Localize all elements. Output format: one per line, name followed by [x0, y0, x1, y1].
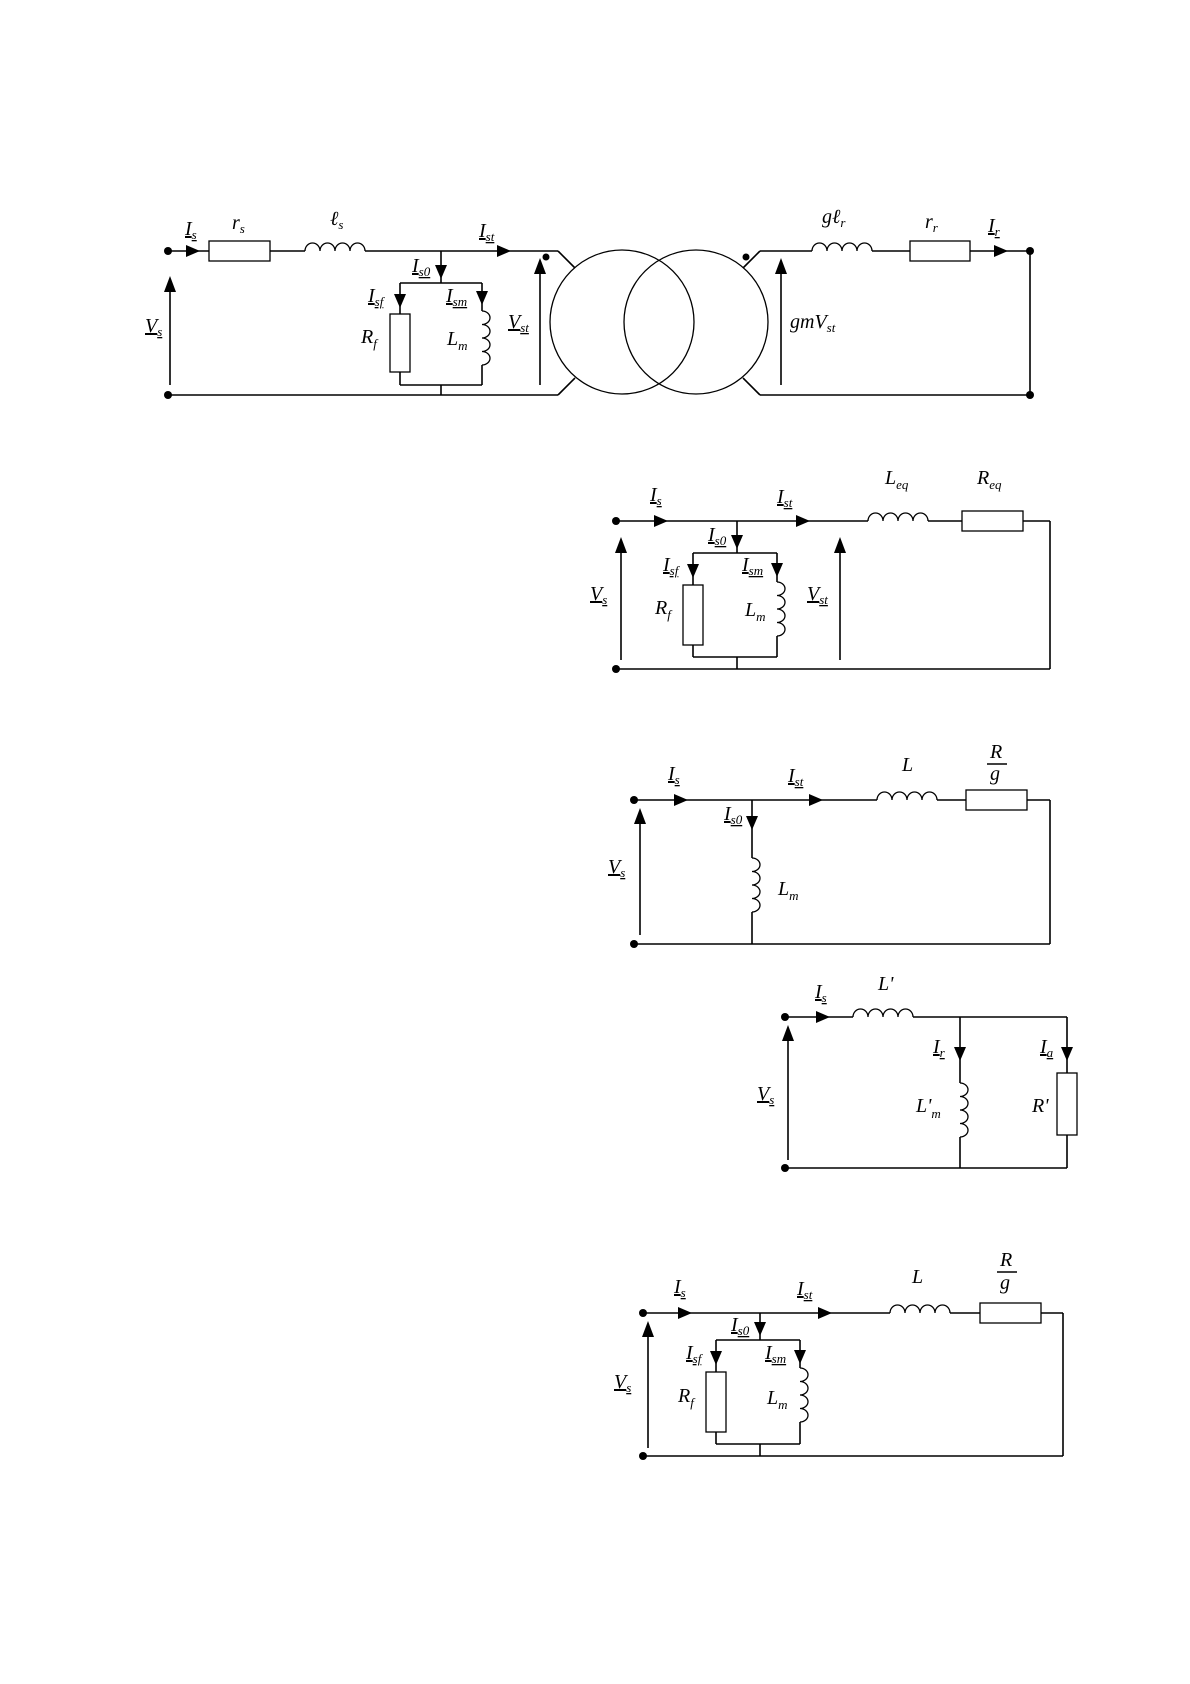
label-is0: Is0	[707, 524, 727, 548]
label-r-den: g	[1000, 1272, 1010, 1294]
label-l-prime: L'	[877, 973, 894, 995]
label-lm: Lm	[744, 599, 766, 624]
label-vs: Vs	[608, 856, 625, 880]
circuit-2-equivalent: Is Ist Leq Req Is0 Isf Ism Vs Rf Lm Vst	[590, 467, 1050, 673]
label-req: Req	[976, 467, 1002, 492]
resistor-r-over-g	[980, 1303, 1041, 1323]
label-isf: Isf	[367, 285, 386, 309]
label-is: Is	[184, 218, 197, 242]
label-vs: Vs	[145, 315, 162, 339]
resistor-rr	[910, 241, 970, 261]
circuit-4-rotor-referred: Is L' Ir Ia Vs L'm R'	[757, 973, 1077, 1172]
label-ia: Ia	[1039, 1036, 1054, 1060]
resistor-rf	[706, 1372, 726, 1432]
label-vs: Vs	[590, 583, 607, 607]
label-isf: Isf	[685, 1342, 704, 1366]
label-ist: Ist	[787, 765, 804, 789]
circuit-5-with-iron-losses: Is Ist L R g Is0 Isf Ism Vs Rf Lm	[614, 1249, 1063, 1460]
label-l: L	[911, 1266, 923, 1288]
label-ir: Ir	[932, 1036, 946, 1060]
label-ism: Ism	[764, 1342, 786, 1366]
label-is: Is	[814, 981, 827, 1005]
label-ls: ℓs	[330, 208, 343, 232]
label-is0: Is0	[723, 803, 743, 827]
label-l-prime-m: L'm	[915, 1095, 941, 1121]
label-vst: Vst	[508, 311, 529, 335]
transformer-rotor-winding	[624, 250, 768, 394]
label-is: Is	[667, 763, 680, 787]
label-lm: Lm	[777, 878, 799, 903]
resistor-r-over-g	[966, 790, 1027, 810]
label-is0: Is0	[411, 255, 431, 279]
label-leq: Leq	[884, 467, 909, 492]
resistor-rf	[390, 314, 410, 372]
label-r-num: R	[989, 741, 1002, 763]
label-vs: Vs	[614, 1371, 631, 1395]
label-glr: gℓr	[822, 206, 846, 230]
label-vst: Vst	[807, 583, 828, 607]
label-rs: rs	[232, 212, 245, 236]
label-ist: Ist	[776, 486, 793, 510]
resistor-req	[962, 511, 1023, 531]
label-rf: Rf	[677, 1385, 696, 1410]
label-r-prime: R'	[1031, 1095, 1049, 1117]
resistor-rs	[209, 241, 270, 261]
resistor-r-prime	[1057, 1073, 1077, 1135]
label-ism: Ism	[445, 285, 467, 309]
label-ist: Ist	[796, 1278, 813, 1302]
label-is: Is	[673, 1276, 686, 1300]
label-isf: Isf	[662, 554, 681, 578]
label-is: Is	[649, 484, 662, 508]
label-rf: Rf	[360, 326, 379, 351]
circuit-1-full-equivalent: Is rs ℓs Ist Is0 Isf Ism Vs Rf Lm Vst gℓ…	[145, 206, 1034, 399]
transformer-stator-winding	[550, 250, 694, 394]
label-ist: Ist	[478, 220, 495, 244]
circuit-3-simplified: Is Ist L R g Is0 Vs Lm	[608, 741, 1050, 948]
resistor-rf	[683, 585, 703, 645]
label-lm: Lm	[446, 328, 468, 353]
label-vs: Vs	[757, 1083, 774, 1107]
label-rf: Rf	[654, 597, 673, 622]
label-ir: Ir	[987, 215, 1001, 239]
label-ism: Ism	[741, 554, 763, 578]
label-gmvst: gmVst	[790, 311, 836, 335]
label-lm: Lm	[766, 1387, 788, 1412]
label-r-den: g	[990, 763, 1000, 785]
label-r-num: R	[999, 1249, 1012, 1271]
label-rr: rr	[925, 211, 939, 235]
label-is0: Is0	[730, 1314, 750, 1338]
label-l: L	[901, 754, 913, 776]
